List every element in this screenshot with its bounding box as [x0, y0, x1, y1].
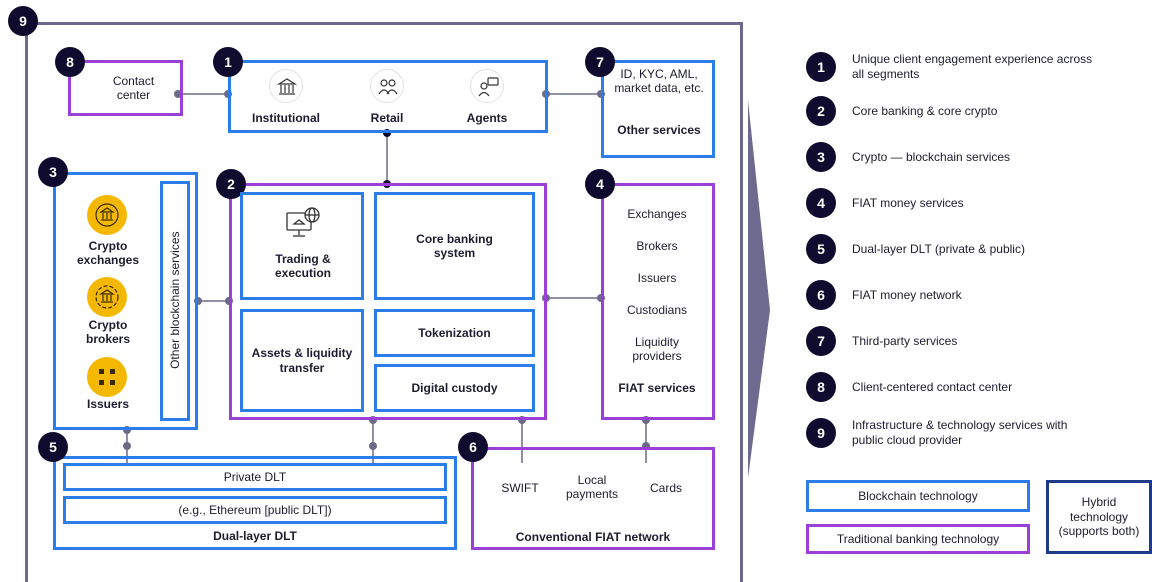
issuers-crypto-label: Issuers — [86, 397, 130, 411]
assets-liquidity-box: Assets & liquidity transfer — [240, 309, 364, 412]
legend-text-2: Core banking & core crypto — [852, 103, 998, 118]
fiat-liquidity-label: Liquidity providers — [632, 335, 682, 364]
legend-text-3: Crypto — blockchain services — [852, 149, 1011, 164]
badge-6: 6 — [458, 432, 488, 462]
fiat-services-title: FIAT services — [618, 381, 696, 395]
badge-5: 5 — [38, 432, 68, 462]
institutional-label: Institutional — [252, 111, 320, 125]
crypto-brokers-label: Crypto brokers — [85, 318, 131, 347]
core-banking-system-label: Core banking system — [416, 231, 493, 260]
legend-badge-8: 8 — [806, 372, 836, 402]
badge-4: 4 — [585, 169, 615, 199]
legend-item: 3 Crypto — blockchain services — [806, 142, 1010, 172]
legend-badge-7: 7 — [806, 326, 836, 356]
agent-chat-icon — [470, 69, 504, 103]
digital-custody-box: Digital custody — [374, 364, 535, 412]
legend-text-5: Dual-layer DLT (private & public) — [852, 241, 1025, 256]
legend-item: 8 Client-centered contact center — [806, 372, 1012, 402]
legend-hybrid-label: Hybrid technology (supports both) — [1058, 495, 1140, 539]
legend-traditional-box: Traditional banking technology — [806, 524, 1030, 554]
contact-center-label: Contact center — [112, 73, 155, 102]
core-banking-system-box: Core banking system — [374, 192, 535, 300]
swift-label: SWIFT — [501, 481, 539, 495]
digital-custody-label: Digital custody — [411, 381, 498, 395]
core-banking-crypto-box — [229, 183, 547, 420]
legend-item: 5 Dual-layer DLT (private & public) — [806, 234, 1025, 264]
public-dlt-box: (e.g., Ethereum [public DLT]) — [63, 496, 447, 524]
fiat-network-box — [471, 447, 715, 550]
trading-execution-box — [240, 192, 364, 300]
fiat-brokers-label: Brokers — [636, 239, 678, 253]
legend-badge-9: 9 — [806, 418, 836, 448]
crypto-exchange-icon — [87, 195, 127, 235]
legend-badge-1: 1 — [806, 52, 836, 82]
crypto-exchanges-label: Crypto exchanges — [76, 239, 140, 268]
legend-text-6: FIAT money network — [852, 287, 962, 302]
legend-text-9: Infrastructure & technology services wit… — [852, 418, 1068, 447]
legend-blockchain-label: Blockchain technology — [858, 489, 978, 503]
tokenization-box: Tokenization — [374, 309, 535, 357]
crypto-services-box — [53, 172, 198, 430]
legend-blockchain-box: Blockchain technology — [806, 480, 1030, 512]
monitor-globe-icon — [286, 207, 320, 237]
client-engagement-box — [228, 60, 548, 133]
private-dlt-label: Private DLT — [223, 470, 287, 484]
other-services-box — [601, 60, 715, 158]
retail-label: Retail — [370, 111, 404, 125]
badge-2: 2 — [216, 169, 246, 199]
dual-layer-dlt-box — [53, 456, 457, 550]
badge-8: 8 — [55, 47, 85, 77]
people-icon — [370, 69, 404, 103]
fiat-network-title: Conventional FIAT network — [515, 530, 671, 544]
legend-item: 1 Unique client engagement experience ac… — [806, 52, 1102, 82]
dual-layer-dlt-title: Dual-layer DLT — [213, 529, 297, 543]
agents-label: Agents — [466, 111, 508, 125]
cards-label: Cards — [649, 481, 682, 495]
legend-item: 7 Third-party services — [806, 326, 957, 356]
other-blockchain-label: Other blockchain services — [167, 231, 182, 369]
trading-execution-label: Trading & execution — [274, 252, 331, 281]
legend-hybrid-box: Hybrid technology (supports both) — [1046, 480, 1152, 554]
legend-text-8: Client-centered contact center — [852, 379, 1013, 394]
legend-badge-2: 2 — [806, 96, 836, 126]
bank-icon — [269, 69, 303, 103]
badge-1: 1 — [213, 47, 243, 77]
infrastructure-frame — [25, 22, 743, 582]
legend-item: 6 FIAT money network — [806, 280, 962, 310]
fiat-custodians-label: Custodians — [626, 303, 688, 317]
connector-dot — [123, 442, 131, 450]
assets-liquidity-label: Assets & liquidity transfer — [251, 346, 353, 375]
fiat-exchanges-label: Exchanges — [627, 207, 687, 221]
legend-badge-6: 6 — [806, 280, 836, 310]
badge-3: 3 — [38, 157, 68, 187]
tokenization-label: Tokenization — [418, 326, 491, 340]
legend-badge-3: 3 — [806, 142, 836, 172]
big-arrow — [748, 100, 770, 478]
local-payments-label: Local payments — [565, 473, 619, 502]
other-services-title: Other services — [617, 123, 701, 137]
badge-7: 7 — [585, 47, 615, 77]
fiat-services-box — [601, 183, 715, 420]
crypto-broker-icon — [87, 277, 127, 317]
public-dlt-label: (e.g., Ethereum [public DLT]) — [178, 503, 332, 517]
connector-dot — [369, 442, 377, 450]
legend-item: 9 Infrastructure & technology services w… — [806, 418, 1102, 448]
issuers-icon — [87, 357, 127, 397]
badge-9: 9 — [8, 6, 38, 36]
legend-text-4: FIAT money services — [852, 195, 964, 210]
legend-badge-5: 5 — [806, 234, 836, 264]
legend-traditional-label: Traditional banking technology — [836, 532, 1000, 546]
fiat-issuers-label: Issuers — [637, 271, 677, 285]
other-services-text: ID, KYC, AML, market data, etc. — [614, 67, 704, 96]
legend-text-1: Unique client engagement experience acro… — [852, 52, 1093, 81]
legend-badge-4: 4 — [806, 188, 836, 218]
contact-center-box: Contact center — [68, 60, 183, 116]
legend-text-7: Third-party services — [852, 333, 958, 348]
private-dlt-box: Private DLT — [63, 463, 447, 491]
legend-item: 2 Core banking & core crypto — [806, 96, 997, 126]
other-blockchain-box — [160, 181, 190, 421]
legend-item: 4 FIAT money services — [806, 188, 964, 218]
